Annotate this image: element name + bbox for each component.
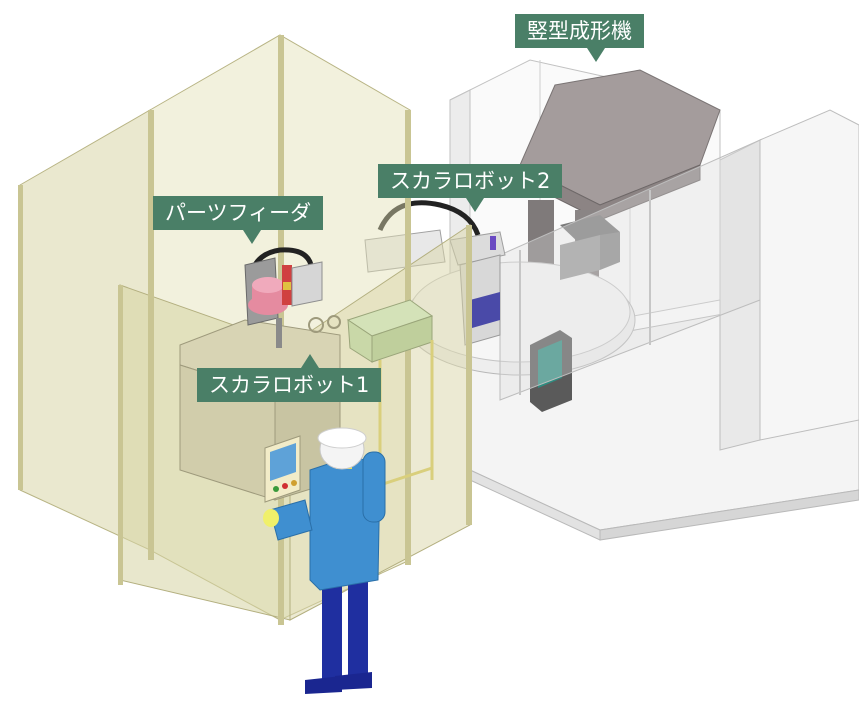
- callout-pointer: [301, 354, 319, 368]
- callout-label: スカラロボット2: [390, 169, 551, 193]
- callout-label: 竪型成形機: [527, 19, 632, 43]
- scara-robot-1: [276, 315, 341, 348]
- callout-pointer: [587, 48, 605, 62]
- callout-label: スカラロボット1: [209, 373, 370, 397]
- callout-scara-robot-2: スカラロボット2: [378, 164, 563, 212]
- operator-control-panel: [264, 435, 301, 503]
- callout-pointer: [466, 198, 484, 212]
- operator-figure: [263, 427, 386, 694]
- callout-vertical-molding-machine: 竪型成形機: [515, 14, 644, 62]
- callout-label: パーツフィーダ: [165, 201, 312, 225]
- callout-parts-feeder: パーツフィーダ: [153, 196, 324, 244]
- machine-hmi-panel: [530, 330, 572, 412]
- callout-pointer: [243, 230, 261, 244]
- parts-feeder: [244, 247, 323, 326]
- callout-scara-robot-1: スカラロボット1: [197, 354, 382, 402]
